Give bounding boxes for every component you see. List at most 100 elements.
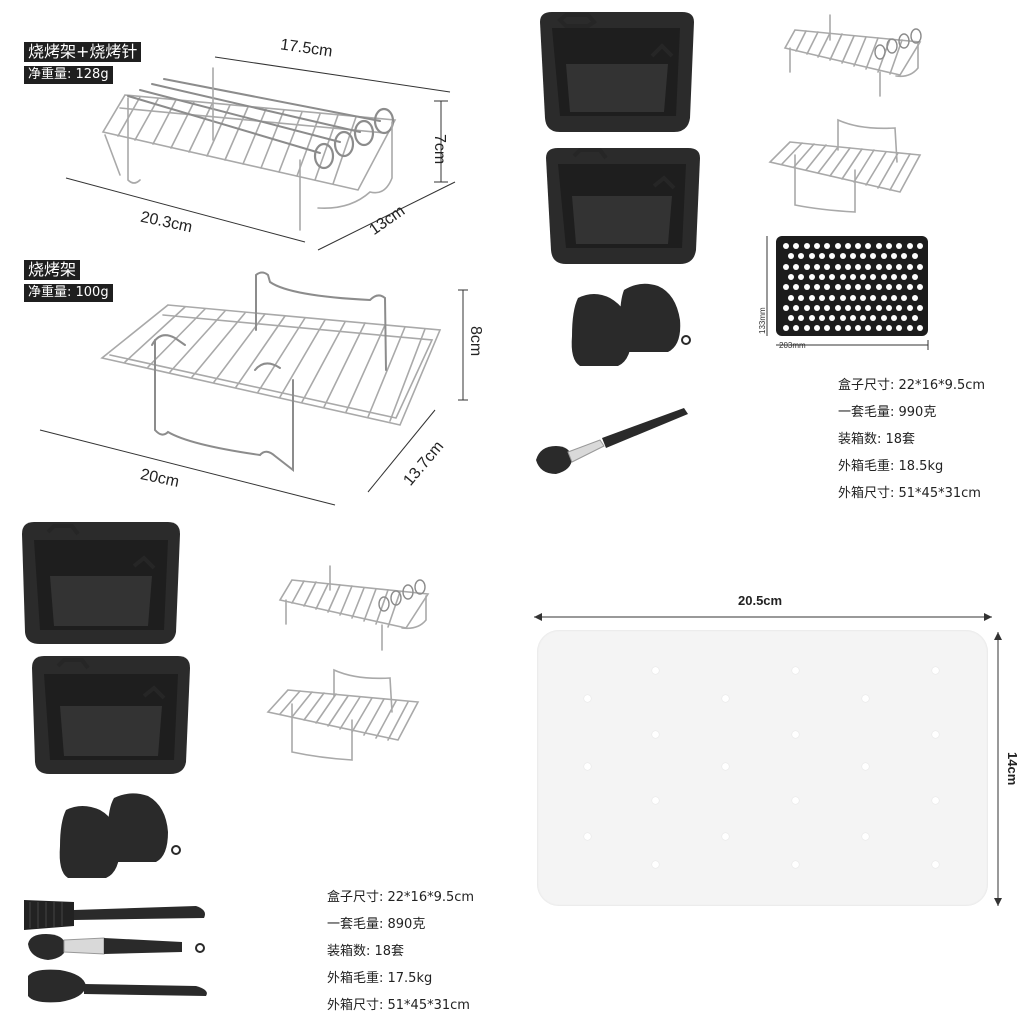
mat-hole <box>880 294 887 301</box>
skewer-rack-width-front: 20.3cm <box>138 208 194 237</box>
mat-hole <box>855 284 862 291</box>
paper-dimension-lines <box>534 613 1002 906</box>
mat-hole <box>901 253 908 260</box>
mat-hole <box>788 273 794 280</box>
mat-hole <box>813 325 820 332</box>
grill-rack-title: 烧烤架 <box>24 260 81 280</box>
mat-hole <box>813 284 820 291</box>
paper-hole <box>652 797 659 804</box>
paper-width-label: 20.5cm <box>738 593 783 608</box>
mat-hole <box>788 315 794 322</box>
paper-hole <box>652 861 659 868</box>
mat-hole <box>839 294 846 301</box>
skewer-rack-height: 7cm <box>431 134 448 165</box>
mat-hole <box>891 315 897 322</box>
mat-hole <box>916 284 923 291</box>
mat-hole <box>906 325 913 332</box>
mat-hole <box>875 263 882 270</box>
mat-hole <box>870 294 877 301</box>
mat-hole <box>870 253 877 260</box>
paper-height-label: 14cm <box>1005 752 1020 786</box>
mat-hole <box>824 304 831 311</box>
mat-hole <box>839 273 846 280</box>
paper-hole <box>862 763 869 770</box>
mat-hole <box>901 294 908 301</box>
mat-hole <box>798 294 805 301</box>
mat-hole <box>870 273 877 280</box>
mat-hole <box>875 325 882 332</box>
mat-hole <box>886 243 892 249</box>
mat-hole <box>865 284 872 291</box>
mat-hole <box>798 273 805 280</box>
paper-hole <box>652 667 659 674</box>
mat-hole <box>906 243 913 249</box>
mat-hole <box>849 253 856 260</box>
paper-hole <box>932 797 939 804</box>
mat-hole <box>818 273 825 280</box>
spec-b-carton-size: 外箱尺寸: 51*45*31cm <box>327 998 470 1013</box>
mat-hole <box>860 294 867 301</box>
mat-hole <box>896 263 903 270</box>
mat-hole <box>886 304 892 311</box>
basket-image <box>536 12 700 474</box>
mat-hole <box>813 243 820 249</box>
paper-hole <box>862 833 869 840</box>
mat-hole <box>803 284 810 291</box>
mat-holes <box>776 236 928 336</box>
mat-hole <box>783 325 789 332</box>
mat-hole <box>865 325 872 332</box>
grill-rack-depth: 13.7cm <box>400 438 448 490</box>
mat-hole <box>783 284 789 291</box>
mat-hole <box>829 253 836 260</box>
mat-hole <box>911 315 918 322</box>
mat-hole <box>829 273 836 280</box>
spec-b-set-weight: 一套毛量: 890克 <box>327 917 426 932</box>
mat-hole <box>916 263 923 270</box>
mat-hole <box>793 263 800 270</box>
mini-racks-image <box>766 14 929 350</box>
paper-hole <box>722 763 729 770</box>
mat-hole <box>896 284 903 291</box>
mat-hole <box>844 304 851 311</box>
mat-hole <box>855 263 862 270</box>
paper-holes <box>537 630 988 906</box>
mat-hole <box>896 325 903 332</box>
mat-hole <box>896 304 903 311</box>
mat-hole <box>875 304 882 311</box>
paper-hole <box>584 763 591 770</box>
mat-hole <box>818 294 825 301</box>
mat-hole <box>865 304 872 311</box>
mat-hole <box>870 315 877 322</box>
spec-a-qty: 装箱数: 18套 <box>838 432 916 447</box>
mat-hole <box>886 325 892 332</box>
mat-hole <box>875 243 882 249</box>
mat-hole <box>808 294 815 301</box>
mat-hole <box>855 243 862 249</box>
spec-b-box-size: 盒子尺寸: 22*16*9.5cm <box>327 890 475 905</box>
spec-b-qty: 装箱数: 18套 <box>327 944 405 959</box>
paper-hole <box>652 731 659 738</box>
mat-hole <box>911 294 918 301</box>
mat-hole <box>813 304 820 311</box>
mat-height-label: 133mm <box>758 307 767 334</box>
mat-hole <box>844 263 851 270</box>
mat-hole <box>783 243 789 249</box>
grill-rack-weight: 净重量: 100g <box>24 284 113 302</box>
mat-hole <box>834 325 841 332</box>
mat-hole <box>891 273 897 280</box>
mat-hole <box>880 273 887 280</box>
mat-hole <box>829 315 836 322</box>
paper-hole <box>584 833 591 840</box>
mat-hole <box>788 294 794 301</box>
mat-hole <box>803 243 810 249</box>
mat-hole <box>824 284 831 291</box>
mat-hole <box>839 315 846 322</box>
paper-hole <box>862 695 869 702</box>
mat-hole <box>916 325 923 332</box>
mat-hole <box>855 325 862 332</box>
spec-b-carton-weight: 外箱毛重: 17.5kg <box>327 971 433 986</box>
paper-hole <box>792 861 799 868</box>
mat-hole <box>798 253 805 260</box>
grill-rack-height: 8cm <box>467 326 484 357</box>
mat-hole <box>793 243 800 249</box>
